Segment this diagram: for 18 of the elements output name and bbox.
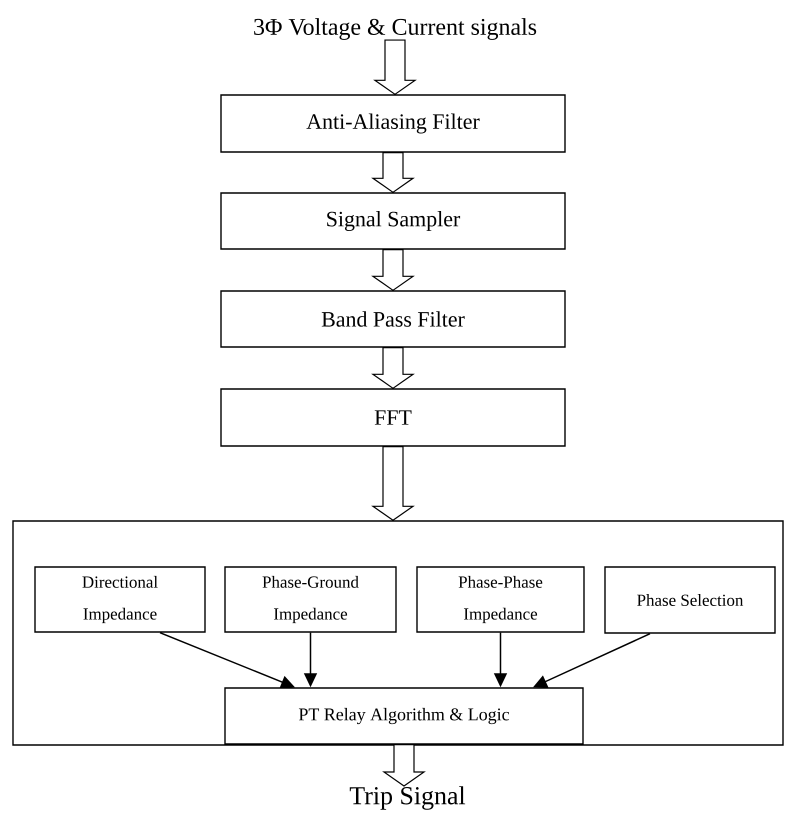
text-label: 3Φ Voltage & Current signals xyxy=(254,18,536,40)
process-box: Phase Selection xyxy=(604,566,776,634)
block-arrow xyxy=(371,446,415,522)
process-box: Anti-Aliasing Filter xyxy=(220,94,566,153)
block-arrow xyxy=(382,744,426,787)
block-arrow xyxy=(373,39,417,96)
group-box xyxy=(12,520,784,746)
block-arrow xyxy=(371,249,415,292)
process-box: FFT xyxy=(220,388,566,447)
process-box: PT Relay Algorithm & Logic xyxy=(224,687,584,745)
process-box: Directional Impedance xyxy=(34,566,206,633)
process-box: Band Pass Filter xyxy=(220,290,566,348)
block-arrow xyxy=(371,347,415,390)
process-box: Signal Sampler xyxy=(220,192,566,250)
block-arrow xyxy=(371,152,415,194)
process-box: Phase-Ground Impedance xyxy=(224,566,397,633)
process-box: Phase-Phase Impedance xyxy=(416,566,585,633)
text-label: Trip Signal xyxy=(350,786,466,810)
